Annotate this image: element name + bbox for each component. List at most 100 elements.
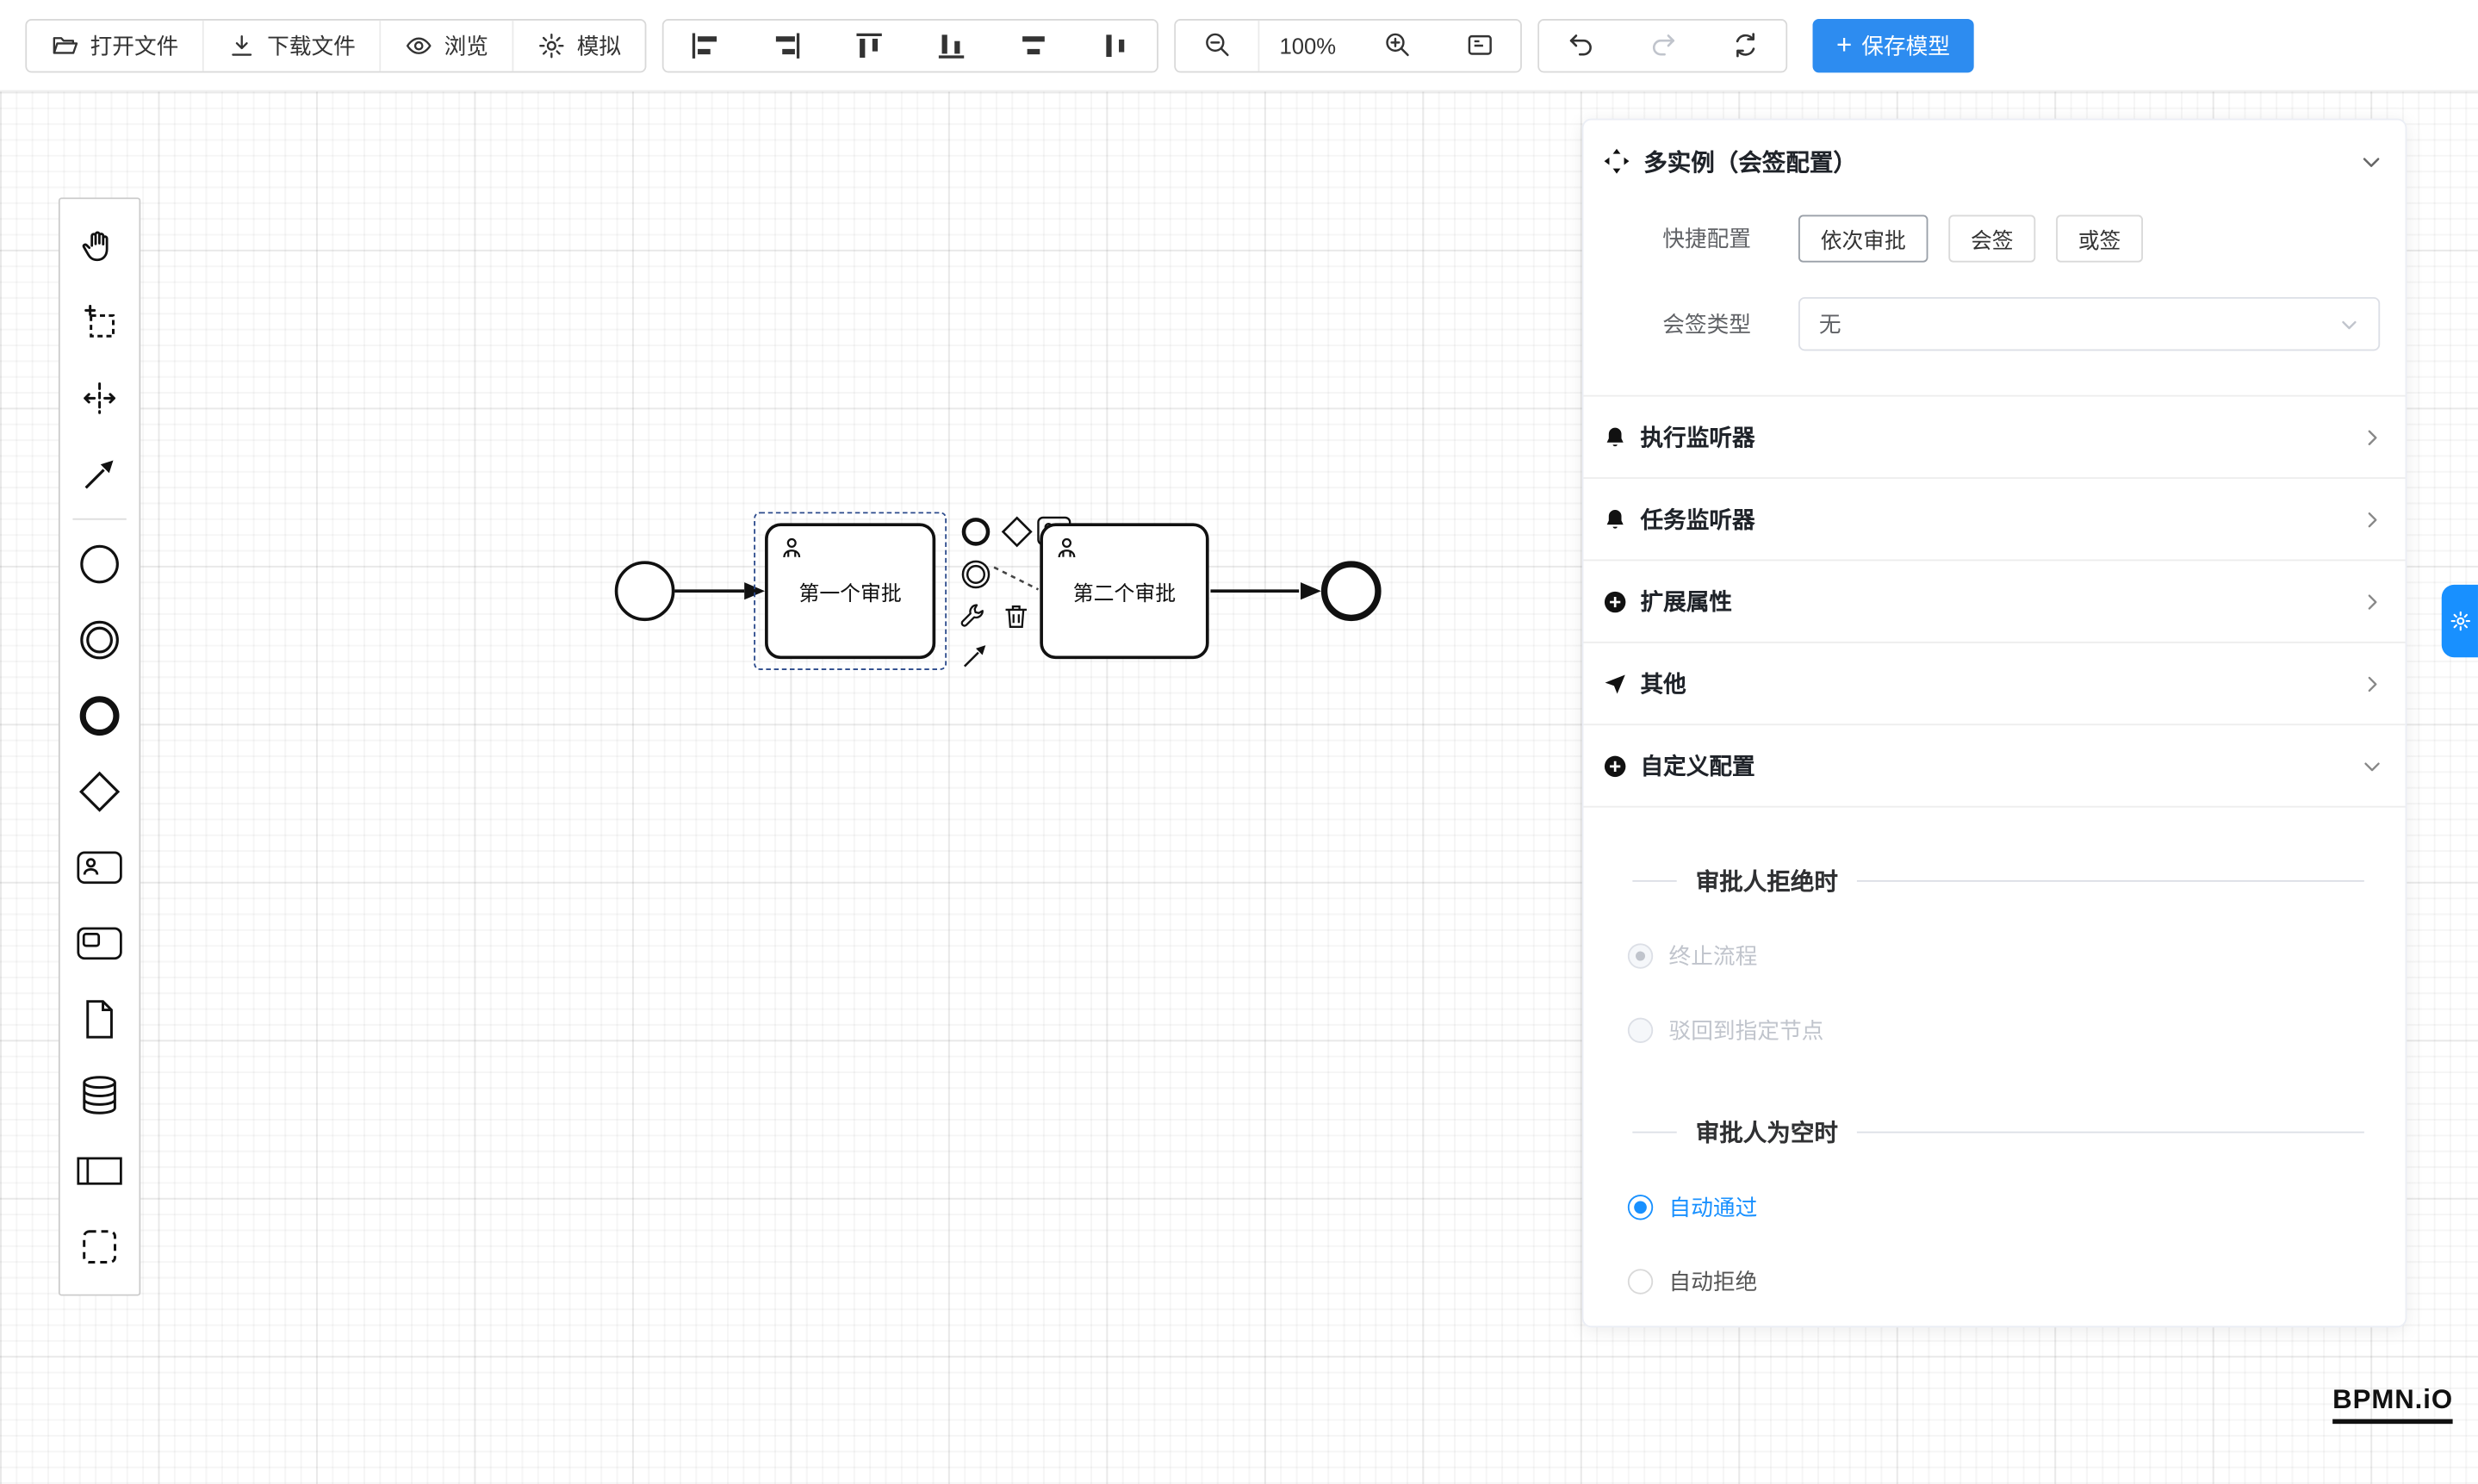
group-icon[interactable] [63,1209,135,1285]
wrench-icon[interactable] [954,598,992,636]
append-gateway-icon[interactable] [997,512,1035,550]
chevron-down-icon[interactable] [2359,149,2383,173]
radio-icon[interactable] [1627,1195,1654,1220]
empty-group-title: 审批人为空时 [1695,1120,1838,1148]
gateway-icon[interactable] [63,754,135,829]
zoom-out-button[interactable] [1176,19,1258,71]
zoom-level: 100% [1258,19,1357,71]
section-label: 扩展属性 [1640,591,1732,617]
bpmn-io-logo[interactable]: BPMN.iO [2332,1384,2454,1425]
end-event-node[interactable] [1320,561,1382,622]
space-tool-icon[interactable] [63,360,135,436]
lasso-tool-icon[interactable] [63,284,135,360]
participant-icon[interactable] [63,1133,135,1209]
zoom-in-button[interactable] [1356,19,1438,71]
sign-type-label: 会签类型 [1662,311,1751,337]
quick-config-row: 快捷配置 依次审批 会签 或签 [1583,214,2405,263]
radio-return-to-node[interactable]: 驳回到指定节点 [1583,1015,2405,1046]
panel-toggle-tab[interactable] [2441,584,2478,658]
section-label: 任务监听器 [1640,508,1755,535]
open-file-button[interactable]: 打开文件 [27,19,202,71]
radio-terminate-process[interactable]: 终止流程 [1583,941,2405,972]
bell-icon [1602,506,1627,531]
toolbar: 打开文件 下载文件 浏览 模拟 [0,0,2478,92]
data-object-icon[interactable] [63,981,135,1057]
align-left-button[interactable] [663,19,747,71]
zoom-in-icon [1382,30,1413,60]
trash-icon[interactable] [997,598,1035,636]
undo-icon [1565,30,1595,60]
countersign-button[interactable]: 会签 [1948,214,2036,263]
simulate-button[interactable]: 模拟 [512,19,645,71]
align-center-horizontal-button[interactable] [992,19,1075,71]
save-model-label: 保存模型 [1861,32,1951,58]
redo-button[interactable] [1621,19,1704,71]
quick-config-buttons: 依次审批 会签 或签 [1798,214,2143,263]
user-task-icon[interactable] [63,829,135,905]
section-execution-listener[interactable]: 执行监听器 [1583,394,2406,477]
start-event-node[interactable] [614,561,675,622]
align-top-icon [854,29,885,61]
align-top-button[interactable] [828,19,910,71]
task-label: 第一个审批 [798,581,902,605]
eye-icon [405,31,433,59]
task-label: 第二个审批 [1072,581,1177,605]
sequential-approval-button[interactable]: 依次审批 [1798,214,1928,263]
connect-icon[interactable] [956,636,994,674]
hand-tool-icon[interactable] [63,208,135,284]
chevron-right-icon [2361,508,2383,531]
preview-label: 浏览 [444,32,488,58]
section-extended-properties[interactable]: 扩展属性 [1583,559,2406,642]
data-store-icon[interactable] [63,1057,135,1133]
plus-icon: + [1836,29,1853,60]
task-node-second-approval[interactable]: 第二个审批 [1040,523,1209,660]
open-file-label: 打开文件 [90,32,179,58]
align-right-button[interactable] [746,19,829,71]
radio-auto-reject[interactable]: 自动拒绝 [1583,1266,2405,1298]
zoom-out-icon [1202,30,1232,60]
global-connect-icon[interactable] [63,436,135,512]
radio-icon[interactable] [1627,943,1654,969]
intermediate-event-icon[interactable] [63,602,135,678]
undo-button[interactable] [1539,19,1622,71]
chevron-right-icon [2361,673,2383,695]
align-right-icon [771,29,803,61]
history-button-group [1537,18,1788,72]
user-icon [779,536,804,561]
reject-group-title: 审批人拒绝时 [1695,869,1838,897]
properties-panel: 多实例（会签配置） 快捷配置 依次审批 会签 或签 会签类型 无 [1581,118,2407,1328]
divider [1856,1131,2364,1133]
bell-icon [1602,425,1627,450]
align-bottom-button[interactable] [910,19,993,71]
divider [1632,1131,1677,1133]
align-bottom-icon [935,29,967,61]
task-node-first-approval[interactable]: 第一个审批 [765,523,936,660]
download-file-button[interactable]: 下载文件 [202,19,380,71]
section-custom-config[interactable]: 自定义配置 [1583,723,2406,805]
radio-icon[interactable] [1627,1269,1654,1295]
sign-type-select[interactable]: 无 [1798,296,2381,351]
section-task-listener[interactable]: 任务监听器 [1583,477,2406,559]
subprocess-icon[interactable] [63,905,135,981]
preview-button[interactable]: 浏览 [379,19,512,71]
chevron-right-icon [2361,425,2383,448]
reject-group-header: 审批人拒绝时 [1583,865,2405,898]
panel-header[interactable]: 多实例（会签配置） [1583,120,2405,202]
refresh-button[interactable] [1703,19,1786,71]
end-event-icon[interactable] [63,678,135,754]
section-others[interactable]: 其他 [1583,641,2406,723]
download-file-label: 下载文件 [267,32,356,58]
append-end-event-icon[interactable] [956,512,994,550]
or-sign-button[interactable]: 或签 [2056,214,2143,263]
start-event-icon[interactable] [63,526,135,602]
append-intermediate-event-icon[interactable] [956,555,994,593]
save-model-button[interactable]: + 保存模型 [1812,18,1974,72]
radio-icon[interactable] [1627,1017,1654,1043]
align-center-vertical-button[interactable] [1074,19,1158,71]
zoom-reset-icon [1464,30,1494,60]
send-icon [1602,671,1627,696]
radio-auto-pass[interactable]: 自动通过 [1583,1191,2405,1223]
refresh-icon [1730,30,1760,60]
zoom-reset-button[interactable] [1438,19,1521,71]
